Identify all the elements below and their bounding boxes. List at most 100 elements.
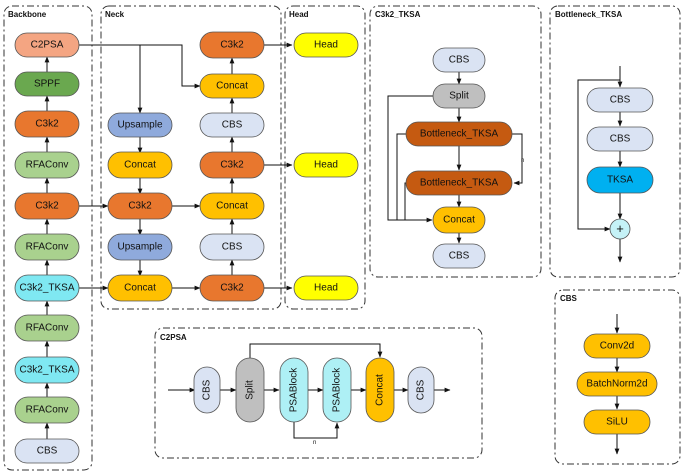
neck-concat-node-top-box xyxy=(199,73,265,99)
c3k2-tksa-bottleneck-node-2-box xyxy=(405,170,513,196)
c3k2-tksa-cbs-bot-node: CBS xyxy=(432,243,486,269)
backbone-rfaconv-node-4-box xyxy=(14,396,80,424)
panel-title-cbs: CBS xyxy=(560,294,578,303)
c3k2-tksa-cbs-bot-node-label: CBS xyxy=(449,251,470,262)
neck-c3k2-node-top: C3k2 xyxy=(199,31,265,59)
bottleneck-tksa-tksa-node: TKSA xyxy=(586,166,654,194)
backbone-c3k2-node-2: C3k2 xyxy=(14,192,80,220)
neck-cbs-node-1-label: CBS xyxy=(222,120,243,131)
c2psa-concat-node: Concat xyxy=(365,357,395,423)
c3k2-tksa-bottleneck-node-1-label: Bottleneck_TKSA xyxy=(420,129,499,140)
nodes-layer: C2PSASPPFC3k2RFAConvC3k2RFAConvC3k2_TKSA… xyxy=(14,31,658,464)
neck-upsample-node-1-box xyxy=(107,112,173,138)
c2psa-concat-node-box xyxy=(365,357,395,423)
backbone-sppf-node-box xyxy=(14,71,80,97)
backbone-c3k2-node-1: C3k2 xyxy=(14,110,80,138)
c3k2-tksa-split-node-box xyxy=(432,83,486,109)
neck-concat-node-mid: Concat xyxy=(199,192,265,220)
backbone-cbs-node-box xyxy=(14,438,80,464)
neck-upsample-node-2-box xyxy=(107,233,173,261)
head-node-2-box xyxy=(293,152,359,178)
cbs-silu-node: SiLU xyxy=(583,409,651,435)
c3k2-tksa-cbs-bot-node-box xyxy=(432,243,486,269)
backbone-sppf-node-label: SPPF xyxy=(34,79,60,90)
neck-upsample-node-2: Upsample xyxy=(107,233,173,261)
backbone-c3k2-node-2-box xyxy=(14,192,80,220)
backbone-rfaconv-node-1-label: RFAConv xyxy=(26,160,69,171)
head-node-3: Head xyxy=(293,275,359,301)
c2psa-psablock-node-2: PSABlock xyxy=(322,357,352,423)
backbone-rfaconv-node-2-box xyxy=(14,233,80,261)
backbone-rfaconv-node-3: RFAConv xyxy=(14,314,80,342)
backbone-cbs-node: CBS xyxy=(14,438,80,464)
c3k2-tksa-cbs-top-node-box xyxy=(432,47,486,73)
panel-title-backbone: Backbone xyxy=(8,10,47,19)
c3k2-tksa-bottleneck-node-2-label: Bottleneck_TKSA xyxy=(420,178,499,189)
cbs-conv2d-node-box xyxy=(583,333,651,359)
neck-cbs-node-2-box xyxy=(199,233,265,261)
neck-concat-node-2-box xyxy=(107,274,173,302)
neck-c3k2-node-bot: C3k2 xyxy=(199,274,265,302)
neck-c3k2-node-1: C3k2 xyxy=(107,192,173,220)
c3k2-tksa-bottleneck-node-1-box xyxy=(405,121,513,147)
bottleneck-tksa-cbs-node-1-box xyxy=(586,87,654,113)
add-symbol: + xyxy=(616,221,624,236)
neck-c3k2-node-top-box xyxy=(199,31,265,59)
backbone-c3k2-node-1-box xyxy=(14,110,80,138)
c3k2-tksa-concat-node: Concat xyxy=(432,206,486,234)
c2psa-cbs-node-2: CBS xyxy=(407,366,435,414)
neck-cbs-node-2: CBS xyxy=(199,233,265,261)
cbs-conv2d-node: Conv2d xyxy=(583,333,651,359)
c2psa-psablock-node-1-label: PSABlock xyxy=(289,367,300,412)
panel-cbs: CBS xyxy=(554,289,681,465)
head-node-1-box xyxy=(293,32,359,58)
c3k2-tksa-concat-node-box xyxy=(432,206,486,234)
cbs-silu-node-label: SiLU xyxy=(606,417,628,428)
backbone-rfaconv-node-3-box xyxy=(14,314,80,342)
c3k2-tksa-cbs-top-node-label: CBS xyxy=(449,55,470,66)
panel-backbone: Backbone xyxy=(3,5,93,471)
backbone-c3k2-tksa-node-1: C3k2_TKSA xyxy=(14,274,80,302)
panel-c2psa: C2PSA xyxy=(154,327,483,459)
panel-neck: Neck xyxy=(100,5,282,310)
backbone-c3k2-tksa-node-2-label: C3k2_TKSA xyxy=(19,365,74,376)
neck-cbs-node-2-label: CBS xyxy=(222,242,243,253)
panel-title-c2psa: C2PSA xyxy=(160,333,187,342)
neck-c3k2-node-1-box xyxy=(107,192,173,220)
backbone-rfaconv-node-2-label: RFAConv xyxy=(26,242,69,253)
c2psa-psablock-node-2-box xyxy=(322,357,352,423)
c2psa-cbs-node-1: CBS xyxy=(193,366,221,414)
neck-cbs-node-1: CBS xyxy=(199,112,265,138)
backbone-rfaconv-node-1-box xyxy=(14,151,80,179)
neck-upsample-node-1: Upsample xyxy=(107,112,173,138)
backbone-c3k2-tksa-node-2-box xyxy=(14,356,80,384)
c2psa-split-node: Split xyxy=(235,357,265,423)
neck-concat-node-mid-label: Concat xyxy=(216,201,248,212)
backbone-rfaconv-node-1: RFAConv xyxy=(14,151,80,179)
panel-title-bottleneck-tksa: Bottleneck_TKSA xyxy=(555,10,622,19)
neck-concat-node-2: Concat xyxy=(107,274,173,302)
cbs-batchnorm2d-node-box xyxy=(576,371,658,397)
neck-concat-node-top: Concat xyxy=(199,73,265,99)
head-node-3-label: Head xyxy=(314,283,338,294)
backbone-cbs-node-label: CBS xyxy=(37,446,58,457)
bottleneck-tksa-cbs-node-2: CBS xyxy=(586,126,654,152)
backbone-sppf-node: SPPF xyxy=(14,71,80,97)
neck-concat-node-1-label: Concat xyxy=(124,160,156,171)
neck-concat-node-mid-box xyxy=(199,192,265,220)
panel-head: Head xyxy=(284,5,366,310)
c2psa-psablock-node-1: PSABlock xyxy=(279,357,309,423)
neck-upsample-node-2-label: Upsample xyxy=(117,242,162,253)
backbone-rfaconv-node-4: RFAConv xyxy=(14,396,80,424)
c3k2-tksa-n-label: n xyxy=(521,158,524,164)
bottleneck-tksa-cbs-node-1-label: CBS xyxy=(610,95,631,106)
cbs-silu-node-box xyxy=(583,409,651,435)
add-node: + xyxy=(609,218,631,240)
bottleneck-tksa-tksa-node-box xyxy=(586,166,654,194)
backbone-c3k2-tksa-node-1-label: C3k2_TKSA xyxy=(19,283,74,294)
c2psa-psablock-node-1-box xyxy=(279,357,309,423)
cbs-batchnorm2d-node-label: BatchNorm2d xyxy=(586,379,647,390)
c3k2-tksa-cbs-top-node: CBS xyxy=(432,47,486,73)
backbone-c3k2-node-1-label: C3k2 xyxy=(35,119,59,130)
